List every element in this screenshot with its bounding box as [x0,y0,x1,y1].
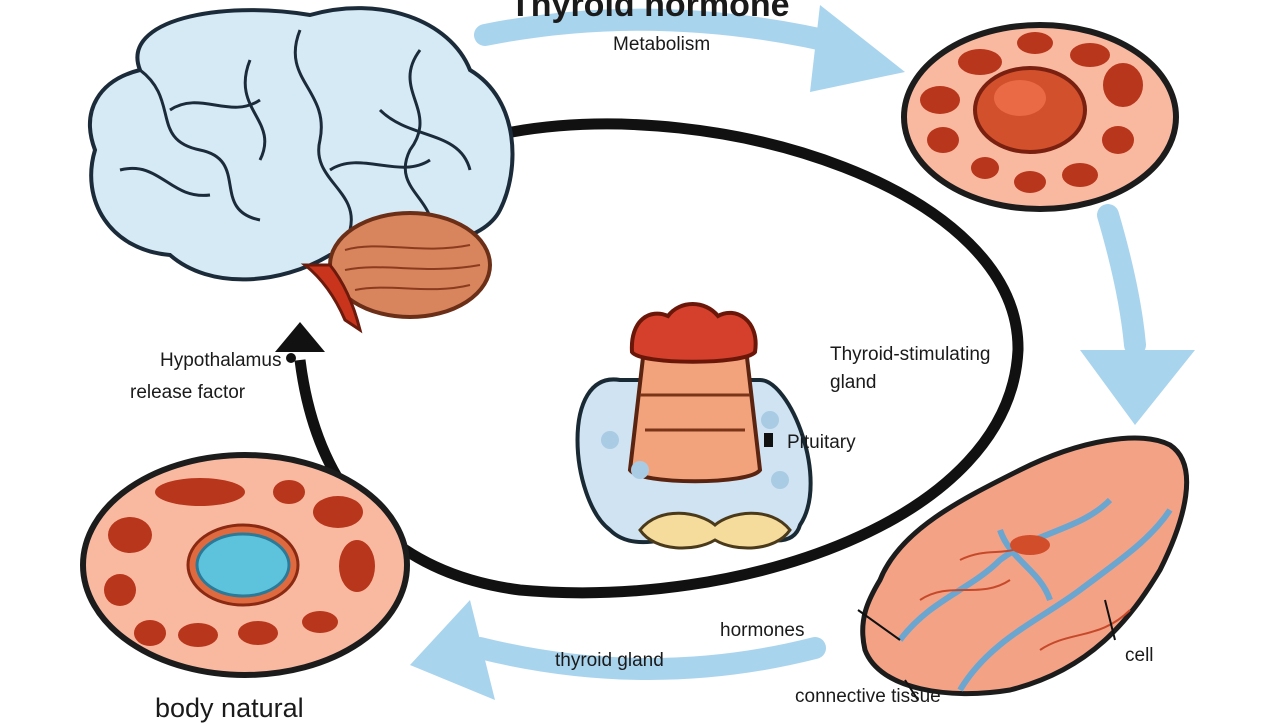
label-bottom-arrow-upper: hormones [720,620,805,641]
label-right-bottom-2: connective tissue [795,686,941,707]
label-right-line1: Thyroid-stimulating [830,344,991,365]
bottom-blue-arrow [410,600,826,700]
cell-icon-bottom-left [80,452,410,678]
top-blue-arrow [474,5,905,92]
cell-icon-top-right [901,22,1179,212]
label-bottom-left: body natural [155,693,304,723]
brain-icon [88,6,515,334]
label-right-bottom-1: cell [1125,645,1154,666]
tissue-icon [857,435,1190,701]
label-top-arrow: Metabolism [613,34,711,55]
label-left-line2: release factor [130,382,246,403]
diagram-title: Thyroid hormone [510,0,790,24]
label-thyroid: Pituitary [787,432,856,453]
label-bottom-arrow-lower: thyroid gland [555,650,664,671]
right-blue-arrow [1080,204,1195,425]
label-right-line2: gland [830,372,877,393]
thyroid-icon [575,302,813,550]
label-left-line1: Hypothalamus [160,350,282,371]
